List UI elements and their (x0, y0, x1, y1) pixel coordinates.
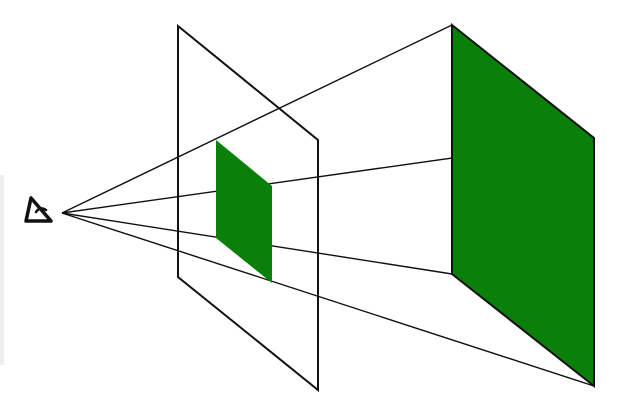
projection-ray-bottom-right (61, 212, 595, 387)
picture-plane (177, 23, 319, 393)
projected-image-rectangle (216, 140, 272, 283)
eye-icon (24, 196, 53, 223)
projection-ray-top-left (61, 24, 453, 214)
left-edge-shade (0, 175, 4, 365)
far-object-rectangle (451, 22, 595, 389)
